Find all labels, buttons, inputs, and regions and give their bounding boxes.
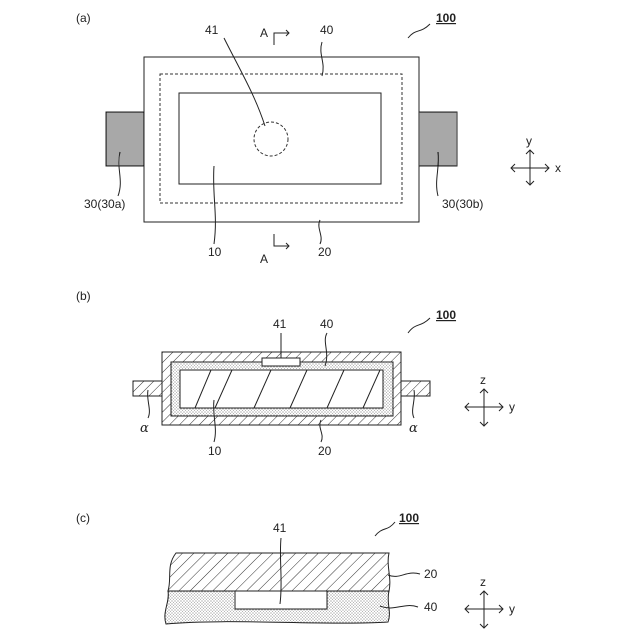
panel-c-label: (c) — [76, 511, 90, 525]
label-30b: 30(30b) — [442, 197, 483, 211]
label-b-alpha-right: α — [409, 421, 418, 436]
label-40: 40 — [320, 23, 334, 37]
section-label-top: A — [260, 26, 268, 40]
panel-a-ref-main: 100 — [436, 11, 456, 25]
label-c-20: 20 — [424, 567, 438, 581]
label-b-40: 40 — [320, 317, 334, 331]
axis-cross-c: z y — [465, 575, 515, 628]
element-section — [180, 370, 383, 408]
axis-b-label-y: y — [509, 400, 515, 414]
section-mark-top — [274, 30, 289, 45]
axis-label-x: x — [555, 161, 561, 175]
axis-label-y: y — [526, 134, 532, 148]
label-30a: 30(30a) — [84, 197, 125, 211]
axis-b-label-z: z — [480, 373, 486, 387]
label-b-20: 20 — [318, 444, 332, 458]
leader-20 — [319, 220, 321, 244]
panel-c-ref-main: 100 — [399, 511, 419, 525]
section-label-bottom: A — [260, 252, 268, 266]
panel-c: (c) 100 41 20 40 z y — [76, 511, 515, 628]
leader-10 — [214, 166, 216, 244]
axis-c-label-y: y — [509, 602, 515, 616]
label-b-41: 41 — [273, 317, 287, 331]
label-20: 20 — [318, 245, 332, 259]
panel-b-label: (b) — [76, 289, 91, 303]
panel-b: (b) 100 41 40 10 20 α — [76, 289, 515, 458]
hole-outline — [254, 122, 288, 156]
label-10: 10 — [208, 245, 222, 259]
terminal-left — [106, 112, 144, 166]
axis-c-label-z: z — [480, 575, 486, 589]
element-outline — [179, 93, 381, 184]
label-b-alpha-left: α — [140, 421, 149, 436]
panel-a-ref-main-leader — [408, 24, 430, 38]
section-mark-bottom — [274, 234, 289, 249]
label-b-10: 10 — [208, 444, 222, 458]
panel-b-ref-main-leader — [408, 318, 430, 333]
outer-layer-enlarged — [168, 553, 390, 591]
label-c-40: 40 — [424, 600, 438, 614]
axis-cross-b: z y — [465, 373, 515, 426]
label-41: 41 — [205, 23, 219, 37]
terminal-left-section — [133, 381, 164, 396]
leader-40 — [321, 42, 323, 76]
leader-41 — [224, 38, 265, 126]
hole-section — [262, 358, 300, 366]
panel-b-ref-main: 100 — [436, 308, 456, 322]
axis-cross-a: y x — [511, 134, 561, 185]
panel-a-label: (a) — [76, 11, 91, 25]
panel-a: (a) 100 A A 41 40 10 20 30(30a) 30(30b) … — [76, 11, 561, 266]
outer-layer-outline — [144, 57, 419, 222]
label-c-41: 41 — [273, 521, 287, 535]
leader-c-20 — [388, 573, 420, 576]
panel-c-ref-main-leader — [375, 522, 395, 536]
